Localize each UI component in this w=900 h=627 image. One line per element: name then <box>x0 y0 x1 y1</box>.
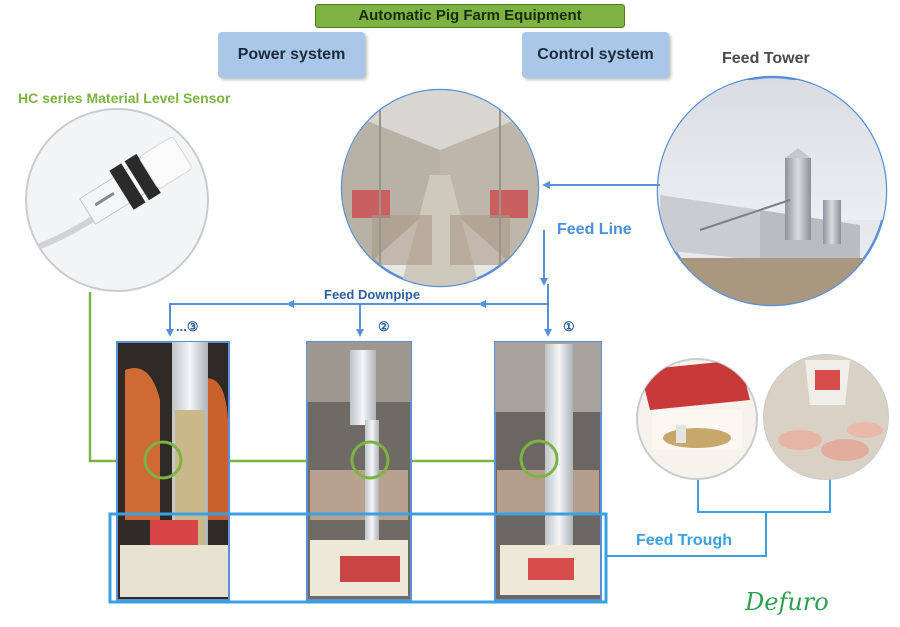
brand-logo: Defuro <box>745 588 829 616</box>
pen-photo-2 <box>306 341 412 601</box>
feed-tower-title: Feed Tower <box>722 50 810 67</box>
pipe-number-3: ...③ <box>176 319 199 334</box>
trough-photo-pen <box>763 354 889 480</box>
pipe-number-1: ① <box>563 319 575 334</box>
sensor-marker-1 <box>519 439 559 479</box>
feed-line-label: Feed Line <box>557 221 632 238</box>
sensor-marker-2 <box>350 440 390 480</box>
sensor-marker-3 <box>143 440 183 480</box>
power-system-box: Power system <box>218 32 365 78</box>
pen-photo-1 <box>494 341 602 601</box>
trough-highlight-box <box>108 512 608 604</box>
control-system-box: Control system <box>522 32 669 78</box>
pen-photo-3 <box>116 341 230 601</box>
diagram-title: Automatic Pig Farm Equipment <box>315 4 625 28</box>
feed-tower-photo <box>656 75 888 307</box>
barn-photo <box>340 88 540 288</box>
trough-photo-closeup <box>636 358 758 480</box>
trough-connector-left <box>697 480 766 513</box>
feed-downpipe-label: Feed Downpipe <box>324 287 421 302</box>
pipe-number-2: ② <box>378 319 390 334</box>
feed-trough-label: Feed Trough <box>636 532 732 549</box>
feed-line-arrows <box>166 181 660 337</box>
sensor-title: HC series Material Level Sensor <box>18 90 231 106</box>
sensor-photo <box>25 108 209 292</box>
